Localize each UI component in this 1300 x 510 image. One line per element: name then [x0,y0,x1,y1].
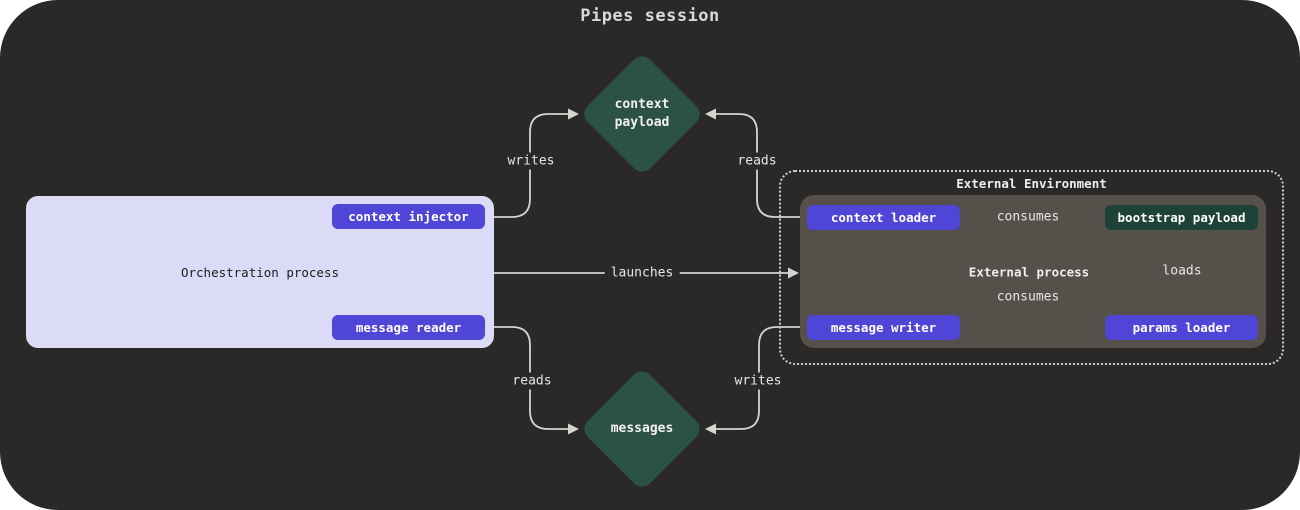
arrowhead-writes-bottom [705,423,716,435]
edge-label-writes-top: writes [501,152,561,170]
edge-label-reads-top: reads [731,152,783,170]
context-injector-node: context injector [332,204,485,229]
edge-label-reads-bottom: reads [506,372,558,390]
messages-label: messages [610,420,674,436]
edge-label-consumes-bottom: consumes [990,288,1066,306]
arrowhead-launches [788,267,799,279]
context-payload-label: context payload [614,96,670,130]
edge-label-launches: launches [604,264,680,282]
arrowhead-reads-bottom [568,423,579,435]
message-writer-node: message writer [807,315,960,340]
edge-label-consumes-top: consumes [990,208,1066,226]
arrowhead-reads-top [705,108,716,120]
bootstrap-payload-node: bootstrap payload [1105,205,1258,230]
diagram-title: Pipes session [580,6,720,26]
arrowhead-writes-top [568,108,579,120]
context-loader-node: context loader [807,205,960,230]
edge-label-writes-bottom: writes [728,372,788,390]
external-process-label: External process [968,264,1090,280]
external-environment-title: External Environment [956,176,1107,191]
params-loader-node: params loader [1105,315,1258,340]
external-environment-group [779,170,1284,365]
message-reader-node: message reader [332,315,485,340]
orchestration-process-label: Orchestration process [180,264,340,280]
edge-label-loads: loads [1156,262,1208,280]
